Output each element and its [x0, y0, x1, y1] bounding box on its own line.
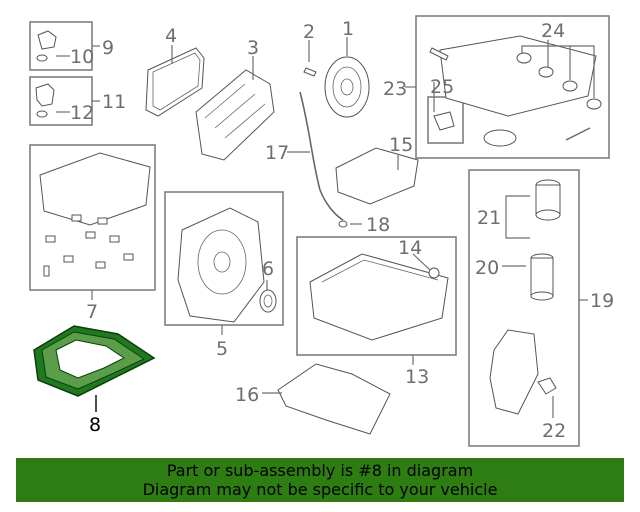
callout-23: 23	[383, 78, 407, 100]
part-12-sensor	[35, 83, 55, 118]
part-22-sensor	[537, 377, 557, 395]
part-23-manifold	[439, 35, 597, 117]
part-17-dipstick-tube	[299, 91, 344, 221]
part-16-shield	[277, 363, 391, 435]
callout-3: 3	[247, 37, 259, 59]
part-7-caps	[43, 214, 134, 277]
callout-2: 2	[303, 21, 315, 43]
box-13	[296, 236, 457, 356]
callout-10: 10	[70, 46, 94, 68]
box-19	[468, 169, 580, 447]
banner-line-2: Diagram may not be specific to your vehi…	[142, 480, 498, 499]
part-24-gaskets	[516, 52, 602, 110]
callout-21: 21	[477, 207, 501, 229]
callout-20: 20	[475, 257, 499, 279]
part-13-oil-pan	[309, 253, 449, 341]
banner-line-1: Part or sub-assembly is #8 in diagram	[166, 461, 474, 480]
part-21-filter-cap	[535, 179, 561, 221]
part-3-cover	[195, 69, 275, 161]
part-18-washer	[338, 220, 348, 228]
callout-16: 16	[235, 384, 259, 406]
part-8-gasket-highlighted	[33, 325, 156, 397]
callout-labels: 9 10 11 12 4 3 2 1 23 24 25 17 15 18 14 …	[70, 18, 614, 442]
part-20-filter-element	[530, 253, 554, 301]
part-5-timing-cover	[177, 207, 265, 323]
part-manifold-rod	[565, 127, 591, 141]
part-19-filter-housing	[489, 329, 539, 415]
box-5	[164, 191, 284, 326]
leader-lines	[56, 37, 595, 418]
callout-24: 24	[541, 20, 565, 42]
callout-13: 13	[405, 366, 429, 388]
info-banner: Part or sub-assembly is #8 in diagram Di…	[16, 458, 624, 502]
part-25-sensor	[433, 111, 455, 131]
part-1-pulley	[324, 56, 370, 118]
part-6-seal	[259, 289, 277, 313]
callout-17: 17	[265, 142, 289, 164]
callout-9: 9	[102, 37, 114, 59]
callout-11: 11	[102, 91, 126, 113]
callout-22: 22	[542, 420, 566, 442]
callout-7: 7	[86, 301, 98, 323]
callout-8: 8	[89, 414, 101, 436]
part-manifold-bolt	[429, 47, 449, 61]
callout-12: 12	[70, 102, 94, 124]
part-7-block	[39, 152, 151, 226]
callout-4: 4	[165, 25, 177, 47]
callout-15: 15	[389, 134, 413, 156]
callout-19: 19	[590, 290, 614, 312]
callout-1: 1	[342, 18, 354, 40]
callout-5: 5	[216, 338, 228, 360]
part-manifold-ring	[483, 129, 517, 147]
callout-25: 25	[430, 76, 454, 98]
callout-14: 14	[398, 237, 422, 259]
part-14-plug	[428, 267, 440, 279]
part-15-bracket	[335, 147, 419, 205]
part-2-bolt	[303, 67, 317, 77]
part-10-plug	[36, 30, 57, 62]
callout-18: 18	[366, 214, 390, 236]
callout-6: 6	[262, 258, 274, 280]
part-4-gasket	[145, 47, 205, 117]
